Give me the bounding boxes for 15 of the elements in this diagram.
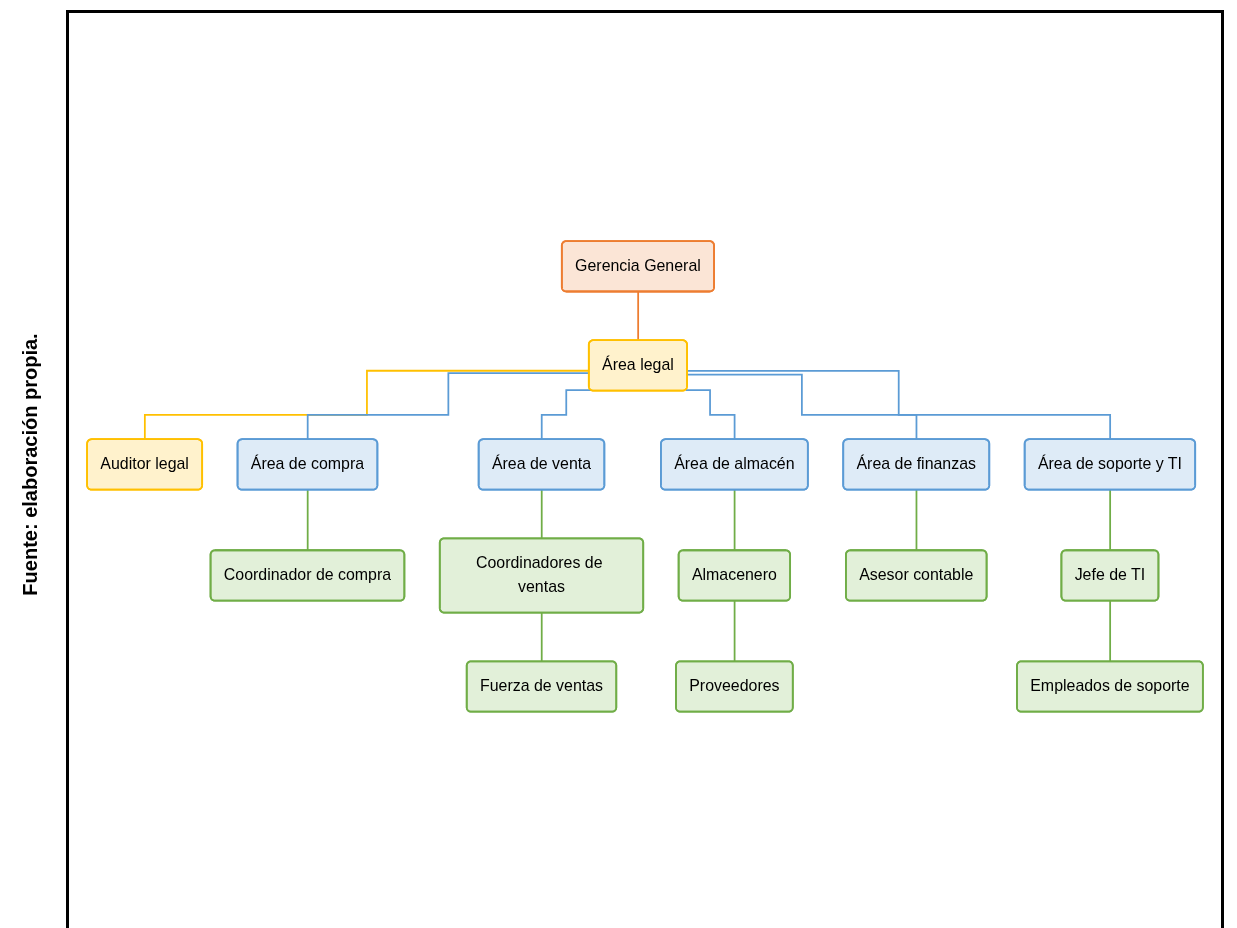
connector [684, 389, 736, 441]
connector [733, 600, 736, 663]
connector [306, 372, 591, 441]
connector [540, 612, 543, 663]
connector [1109, 600, 1112, 663]
connector [686, 373, 918, 441]
connector [686, 370, 1112, 441]
connector [733, 489, 736, 552]
diagram-frame: Gerencia General Área legal Auditor legal Área de compra Área de venta Área de almacén Área de finanzas Área de soporte y TI Coordinador de compra Coordinadores de ventas Fuerza de ventas Almacenero Proveedores Asesor contable Jefe de TI Empleados de soporte [66, 10, 1224, 928]
connector [915, 489, 918, 552]
connector [540, 489, 543, 540]
connector [1109, 489, 1112, 552]
connector [306, 489, 309, 552]
connector [637, 291, 640, 342]
source-note: Fuente: elaboración propia. [18, 332, 42, 596]
